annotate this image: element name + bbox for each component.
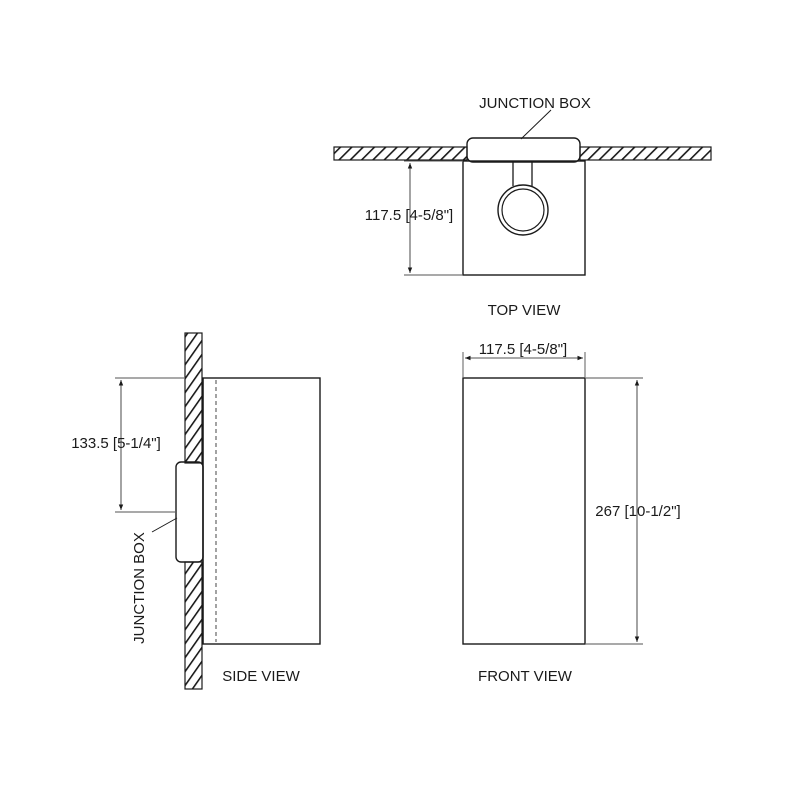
side-view-callout-leader	[151, 517, 178, 533]
side-view-title: SIDE VIEW	[222, 668, 300, 685]
top-view-wall	[333, 146, 712, 161]
top-view-title: TOP VIEW	[488, 302, 562, 319]
top-view-junction-box	[466, 137, 581, 163]
top-view-lens-circle	[497, 184, 549, 236]
side-view-offset-dimension	[115, 377, 184, 513]
front-view-title: FRONT VIEW	[478, 668, 573, 685]
front-view-height-dimension	[586, 377, 643, 645]
front-view-width-dimension	[462, 352, 586, 377]
top-view-depth-dimension	[404, 160, 462, 276]
top-view-fixture-body	[462, 160, 586, 276]
front-view-height-label: 267 [10-1/2"]	[595, 503, 680, 520]
top-view-callout-leader	[520, 109, 552, 140]
side-view-wall	[184, 332, 203, 690]
top-view-depth-label: 117.5 [4-5/8"]	[365, 207, 453, 224]
top-view-callout-label: JUNCTION BOX	[479, 95, 591, 112]
top-view-stem	[512, 161, 533, 186]
front-view-fixture-body	[462, 377, 586, 645]
side-view-offset-label: 133.5 [5-1/4"]	[71, 435, 161, 452]
top-view: JUNCTION BOX 117.5 [4-5/8"] TOP VIEW	[333, 95, 712, 319]
side-view-junction-box	[175, 461, 204, 563]
side-view-fixture-body	[202, 377, 321, 645]
side-view: 133.5 [5-1/4"] JUNCTION BOX SIDE VIEW	[71, 332, 321, 690]
front-view: 117.5 [4-5/8"] 267 [10-1/2"] FRONT VIEW	[462, 341, 681, 685]
front-view-width-label: 117.5 [4-5/8"]	[479, 341, 567, 358]
side-view-callout-label: JUNCTION BOX	[131, 532, 148, 644]
